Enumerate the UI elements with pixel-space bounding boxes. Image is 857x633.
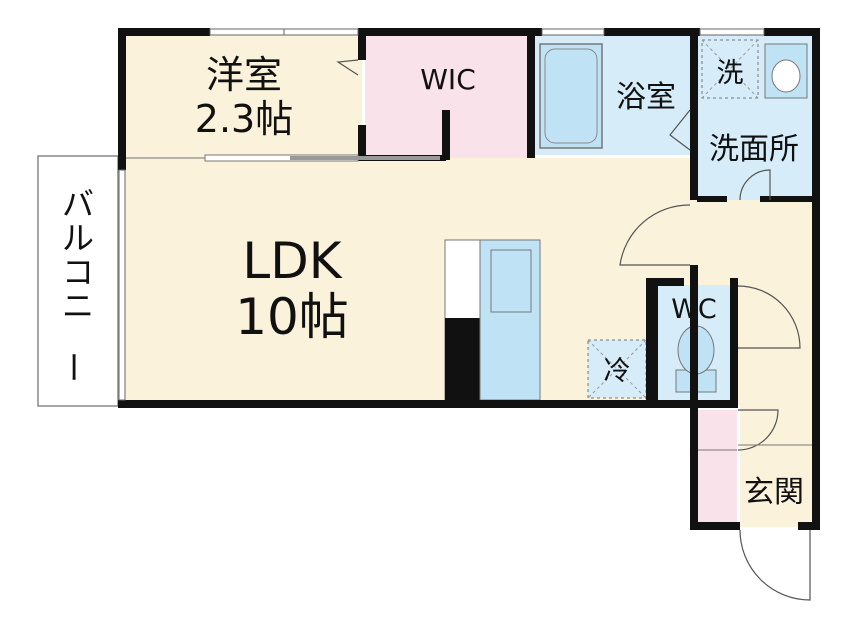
balcony-label-char: ニ [62,287,94,325]
kitchen-cabinet [445,318,480,402]
kitchen-counter [479,239,541,401]
ldk-door-swing [619,204,691,266]
wic-label: WIC [420,63,476,96]
bath-window [541,28,605,36]
entrance-inner-door-swing [737,409,779,451]
entrance-floor [740,405,812,527]
western-room-floor [120,35,362,158]
washer-label: 洗 [717,58,744,89]
wc-door-swing [737,285,801,349]
balcony-label-char: ー [54,351,92,383]
bath-door-swing [669,109,691,151]
western-room-label: 洋室 [206,53,282,97]
washer-diagonal-2 [701,39,759,99]
balcony-window [118,169,126,401]
fridge-diagonal-1 [587,339,647,399]
western-room-size: 2.3帖 [195,97,293,141]
kitchen-sink [490,249,532,313]
bathtub [539,43,603,149]
washbasin-bowl [771,59,801,93]
walls [118,28,820,530]
wic-door-swing [336,59,359,76]
washroom-label: 洗面所 [709,132,799,167]
entrance-label: 玄関 [744,475,804,510]
washroom-door-swing [739,169,771,201]
ldk-label: LDK [242,232,342,290]
washroom-window [699,28,765,36]
balcony-label-char: コ [62,253,94,291]
toilet-label: WC [671,294,717,325]
washer-diagonal-1 [701,39,759,99]
fridge-label: 冷 [604,356,631,387]
balcony-area [37,155,119,407]
shoe-storage [697,410,737,522]
bathtub-inner [544,48,598,144]
balcony-label-char: バ [62,185,94,223]
sliding-door-panel [290,156,440,160]
ldk-size: 10帖 [235,288,349,346]
balcony-label: バルコニー [54,185,94,383]
balcony-label-char: ル [62,219,94,257]
bath-label: 浴室 [616,80,676,115]
front-door-swing [739,529,811,601]
fridge-diagonal-2 [587,339,647,399]
